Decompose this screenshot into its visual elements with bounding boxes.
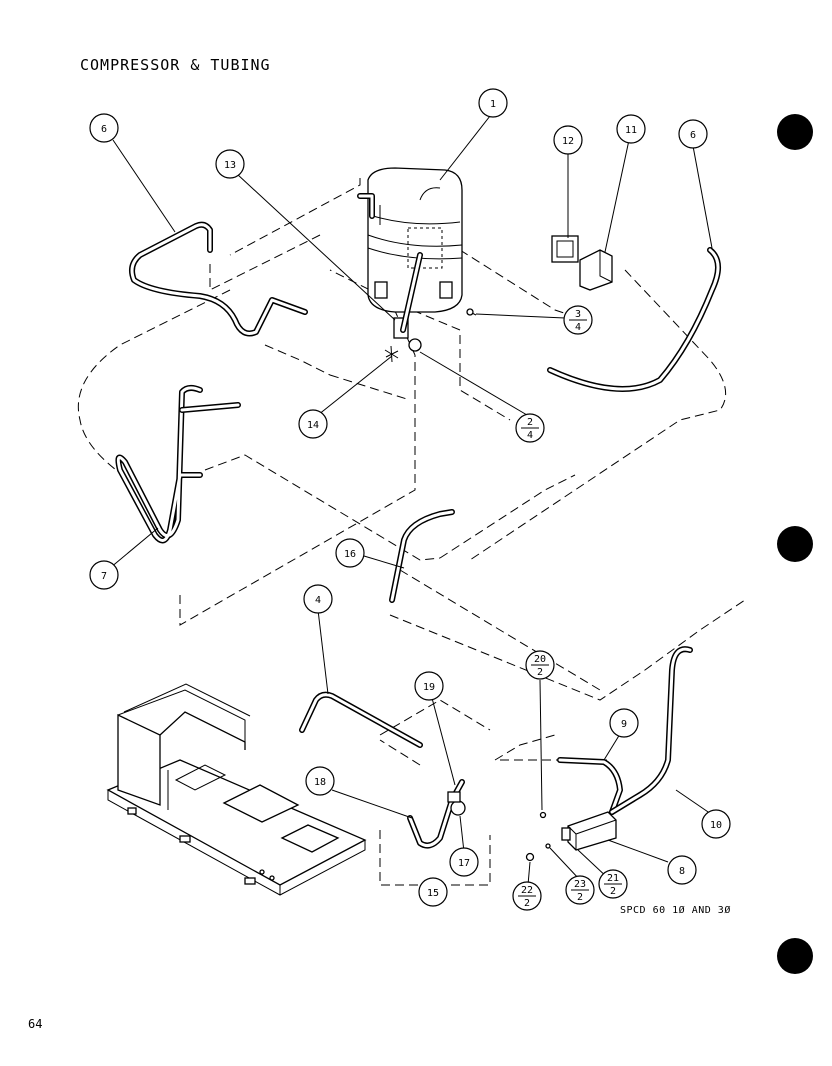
svg-text:20: 20 bbox=[534, 654, 546, 665]
callout-8: 8 bbox=[667, 855, 697, 885]
callout-20-2: 20 2 bbox=[525, 650, 555, 680]
svg-text:4: 4 bbox=[527, 430, 533, 441]
tubing-4 bbox=[299, 691, 423, 748]
svg-text:15: 15 bbox=[427, 888, 439, 899]
svg-text:6: 6 bbox=[101, 124, 107, 135]
callout-23-2: 23 2 bbox=[565, 875, 595, 905]
tubing-9 bbox=[557, 757, 623, 815]
binder-hole-top bbox=[777, 114, 813, 150]
page-number: 64 bbox=[28, 1017, 43, 1031]
callout-6-left: 6 bbox=[89, 113, 119, 143]
callout-15: 15 bbox=[418, 877, 448, 907]
svg-text:2: 2 bbox=[527, 417, 533, 428]
tubing-6-right bbox=[547, 247, 721, 392]
callout-16: 16 bbox=[335, 538, 365, 568]
callout-17: 17 bbox=[449, 847, 479, 877]
svg-text:12: 12 bbox=[562, 136, 574, 147]
compressor bbox=[357, 167, 463, 313]
callout-22-2: 22 2 bbox=[512, 881, 542, 911]
tubing-7 bbox=[115, 384, 241, 544]
callout-9: 9 bbox=[609, 708, 639, 738]
svg-text:4: 4 bbox=[315, 595, 321, 606]
svg-text:2: 2 bbox=[610, 886, 616, 897]
tubing-16 bbox=[389, 509, 455, 603]
terminal-cover-and-overload bbox=[551, 235, 613, 291]
svg-text:3: 3 bbox=[575, 309, 581, 320]
dashed-assembly-lines bbox=[77, 178, 746, 886]
svg-text:8: 8 bbox=[679, 866, 685, 877]
svg-text:10: 10 bbox=[710, 820, 722, 831]
callout-6-right: 6 bbox=[678, 119, 708, 149]
svg-text:2: 2 bbox=[537, 667, 543, 678]
svg-text:9: 9 bbox=[621, 719, 627, 730]
tubing-6-left bbox=[129, 221, 308, 337]
callout-12: 12 bbox=[553, 125, 583, 155]
mounting-hardware bbox=[384, 252, 477, 363]
svg-text:14: 14 bbox=[307, 420, 319, 431]
svg-text:2: 2 bbox=[524, 898, 530, 909]
svg-text:18: 18 bbox=[314, 777, 326, 788]
svg-text:21: 21 bbox=[607, 873, 619, 884]
svg-text:16: 16 bbox=[344, 549, 356, 560]
callout-10: 10 bbox=[701, 809, 731, 839]
leader-lines bbox=[109, 115, 715, 886]
diagram-title: COMPRESSOR & TUBING bbox=[80, 56, 271, 74]
callout-4: 4 bbox=[303, 584, 333, 614]
svg-text:11: 11 bbox=[625, 125, 637, 136]
service-valve-assembly bbox=[407, 779, 466, 849]
model-applicability-note: SPCD 60 1Ø AND 3Ø bbox=[620, 905, 731, 916]
callout-13: 13 bbox=[215, 149, 245, 179]
svg-text:17: 17 bbox=[458, 858, 470, 869]
binder-hole-middle bbox=[777, 526, 813, 562]
tubing-10 bbox=[609, 646, 693, 815]
svg-text:7: 7 bbox=[101, 571, 107, 582]
svg-text:23: 23 bbox=[574, 879, 586, 890]
filter-drier-bracket bbox=[525, 811, 617, 862]
callout-14: 14 bbox=[298, 409, 328, 439]
svg-text:22: 22 bbox=[521, 885, 533, 896]
svg-text:2: 2 bbox=[577, 892, 583, 903]
callout-1: 1 bbox=[478, 88, 508, 118]
svg-text:19: 19 bbox=[423, 682, 435, 693]
callout-3-4: 3 4 bbox=[563, 305, 593, 335]
binder-hole-bottom bbox=[777, 938, 813, 974]
callout-7: 7 bbox=[89, 560, 119, 590]
callout-18: 18 bbox=[305, 766, 335, 796]
callout-11: 11 bbox=[616, 114, 646, 144]
svg-text:4: 4 bbox=[575, 322, 581, 333]
callout-2-4: 2 4 bbox=[515, 413, 545, 443]
svg-text:1: 1 bbox=[490, 99, 496, 110]
svg-text:13: 13 bbox=[224, 160, 236, 171]
callout-19: 19 bbox=[414, 671, 444, 701]
base-pan-and-coil bbox=[106, 683, 367, 896]
svg-text:6: 6 bbox=[690, 130, 696, 141]
callout-21-2: 21 2 bbox=[598, 869, 628, 899]
